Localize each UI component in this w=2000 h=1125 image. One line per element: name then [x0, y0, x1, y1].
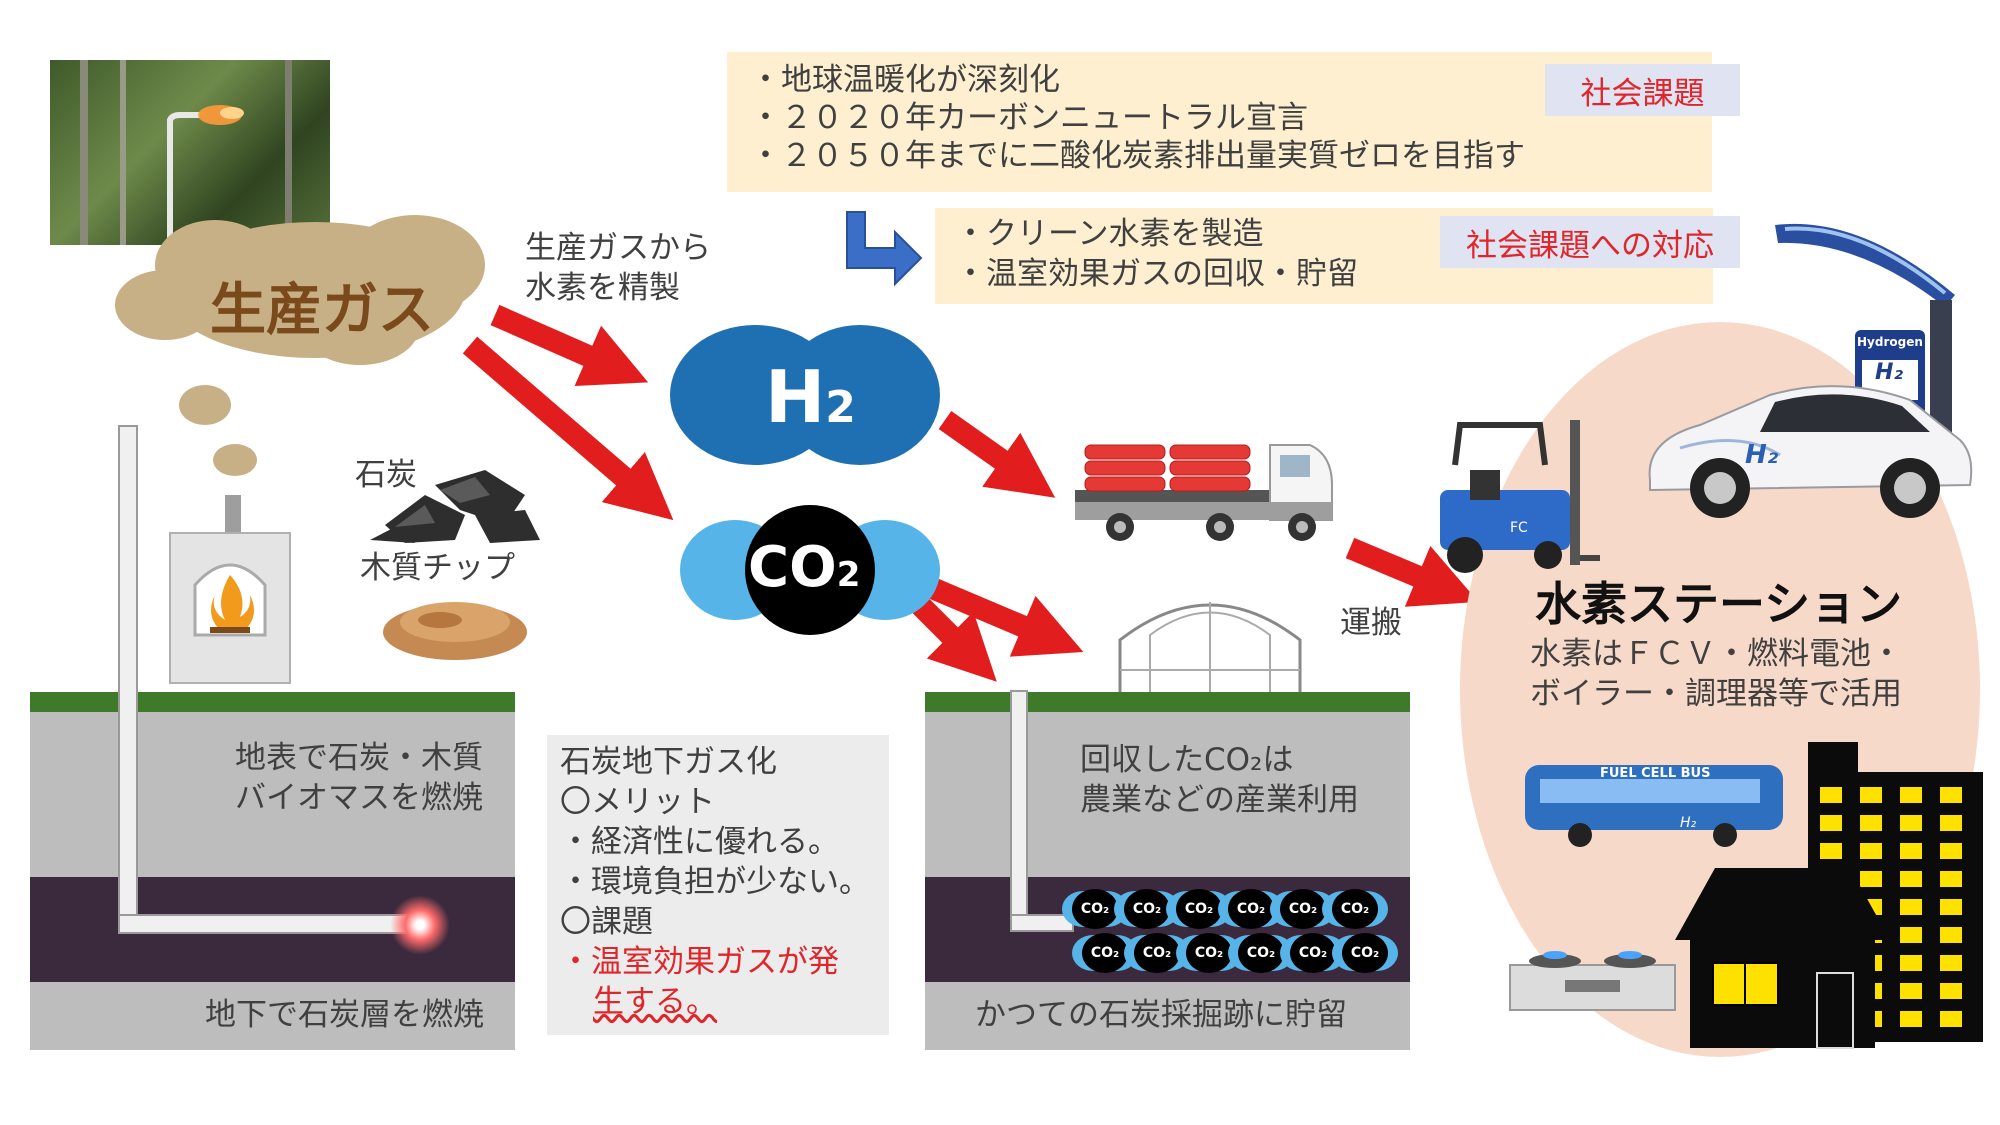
refine-line-2: 水素を精製 — [525, 270, 680, 306]
stored-co2-molecule: CO₂ — [1082, 933, 1128, 973]
gas-pipe — [118, 425, 138, 932]
fc-forklift-icon — [1440, 420, 1600, 573]
store-label: かつての石炭採掘跡に貯留 — [975, 997, 1347, 1033]
stored-co2-molecule: CO₂ — [1332, 889, 1378, 929]
wood-chip-icon — [383, 602, 527, 660]
fuel-cell-bus-icon — [1525, 765, 1783, 847]
station-title: 水素ステーション — [1535, 577, 1903, 631]
station-line-1: 水素はＦＣＶ・燃料電池・ — [1530, 636, 1902, 672]
co2-main: CO — [748, 535, 837, 600]
co2-sub: 2 — [836, 555, 861, 595]
stored-co2-molecule: CO₂ — [1186, 933, 1232, 973]
transport-label: 運搬 — [1340, 605, 1402, 641]
fcv-car-icon — [1648, 385, 1973, 518]
dispenser-h2-badge: H₂ — [1875, 360, 1904, 385]
gas-cloud-icon — [115, 215, 485, 476]
stored-co2-molecule: CO₂ — [1176, 889, 1222, 929]
hydrogen-truck-icon — [1075, 444, 1333, 541]
rock-right — [925, 982, 1410, 1050]
bend-arrow-icon — [846, 211, 923, 287]
social-issue-line-2: ・２０２０年カーボンニュートラル宣言 — [750, 100, 1308, 136]
gas-title: 生産ガス — [210, 278, 434, 343]
co2-label: CO2 — [748, 535, 860, 600]
reuse-line-2: 農業などの産業利用 — [1080, 782, 1359, 818]
response-tag: 社会課題への対応 — [1440, 216, 1740, 268]
ucg-panel — [547, 735, 889, 1035]
forklift-label: FC — [1510, 520, 1528, 536]
gas-pipe-horizontal — [118, 914, 422, 934]
arrow-gas-to-co2 — [462, 336, 674, 521]
gas-stove-icon — [1509, 951, 1676, 1011]
arrow-truck-to-station — [1345, 537, 1479, 607]
stored-co2-molecule: CO₂ — [1238, 933, 1284, 973]
response-line-1: ・クリーン水素を製造 — [955, 216, 1264, 252]
h2-molecule-icon — [670, 325, 940, 465]
coal-label: 石炭 — [355, 457, 417, 493]
stored-co2-molecule: CO₂ — [1134, 933, 1180, 973]
ucg-line-4: ・環境負担が少ない。 — [560, 864, 870, 900]
surface-line-2: バイオマスを燃焼 — [235, 780, 483, 816]
station-line-2: ボイラー・調理器等で活用 — [1530, 676, 1902, 712]
ucg-issue-line-1: ・温室効果ガスが発 — [560, 944, 839, 980]
car-h2-badge: H₂ — [1745, 440, 1779, 470]
rock-left — [30, 982, 515, 1050]
burn-glow-icon — [390, 895, 450, 955]
refine-line-1: 生産ガスから — [525, 230, 711, 266]
h2-label: H2 — [765, 355, 856, 439]
h2-main: H — [765, 355, 826, 439]
h2-sub: 2 — [825, 382, 856, 433]
stored-co2-molecule: CO₂ — [1072, 889, 1118, 929]
ucg-line-1: 石炭地下ガス化 — [560, 744, 777, 780]
house-icon — [1675, 868, 1890, 1049]
bus-h2-badge: H₂ — [1680, 815, 1697, 831]
flare-photo — [50, 60, 330, 245]
ucg-line-2: 〇メリット — [560, 784, 715, 820]
stored-co2-molecule: CO₂ — [1290, 933, 1336, 973]
ucg-line-3: ・経済性に優れる。 — [560, 824, 839, 860]
wood-label: 木質チップ — [360, 550, 515, 586]
co2-pipe — [1010, 690, 1028, 932]
stored-co2-molecule: CO₂ — [1124, 889, 1170, 929]
arrow-gas-to-h2 — [490, 304, 649, 387]
surface-line-1: 地表で石炭・木質 — [235, 740, 483, 776]
response-line-2: ・温室効果ガスの回収・貯留 — [955, 256, 1358, 292]
furnace-icon — [169, 495, 291, 684]
ucg-issue-line-2: 生する。 — [593, 984, 717, 1020]
stored-co2-molecule: CO₂ — [1280, 889, 1326, 929]
stored-co2-molecule: CO₂ — [1342, 933, 1388, 973]
grass-left — [30, 692, 515, 712]
coal-icon — [370, 470, 540, 543]
grass-right — [925, 692, 1410, 712]
bus-label: FUEL CELL BUS — [1600, 766, 1711, 781]
dispenser-sign: Hydrogen — [1857, 335, 1923, 349]
social-issue-tag: 社会課題 — [1545, 64, 1740, 116]
social-issue-line-1: ・地球温暖化が深刻化 — [750, 62, 1060, 98]
reuse-line-1: 回収したCO₂は — [1080, 742, 1294, 778]
social-issue-line-3: ・２０５０年までに二酸化炭素排出量実質ゼロを目指す — [750, 138, 1525, 174]
co2-molecule-icon — [680, 505, 940, 635]
co2-pipe-horizontal — [1010, 914, 1074, 932]
soil-right — [925, 712, 1410, 877]
arrow-h2-to-truck — [938, 411, 1056, 498]
ucg-line-5: 〇課題 — [560, 904, 653, 940]
underground-label: 地下で石炭層を燃焼 — [205, 997, 484, 1033]
soil-left — [30, 712, 515, 877]
stored-co2-molecule: CO₂ — [1228, 889, 1274, 929]
